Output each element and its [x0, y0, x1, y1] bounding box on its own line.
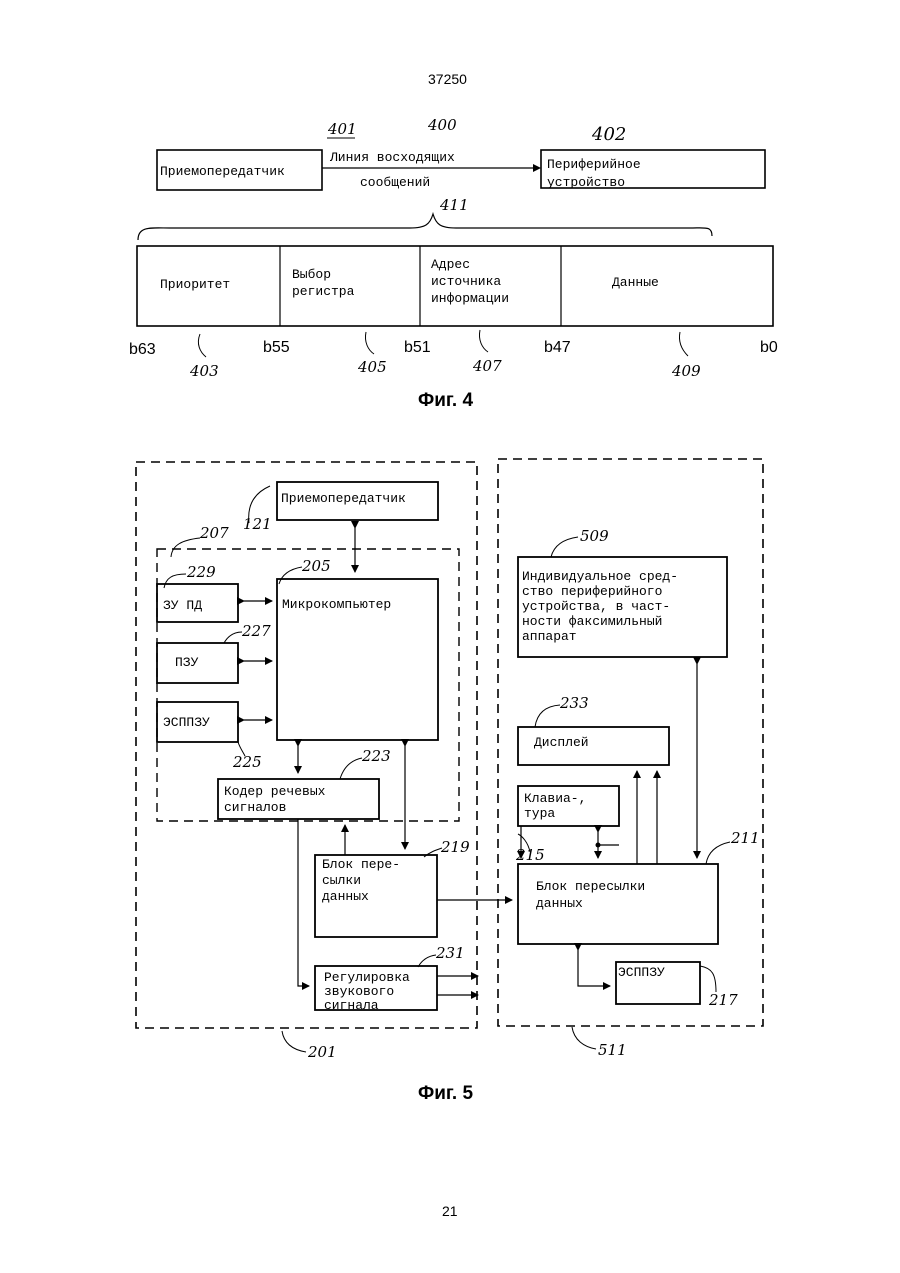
ref-401: 401: [327, 120, 357, 138]
field-brace: [138, 214, 712, 240]
enclosure-207: [157, 549, 459, 821]
ref-400: 400: [427, 116, 457, 134]
eeprom-right-label: ЭСППЗУ: [618, 965, 665, 980]
link-transfer-eeprom: [578, 950, 610, 986]
individual-device-label-2: ство периферийного: [522, 584, 662, 599]
ref-402: 402: [591, 124, 626, 145]
field-register-1: Выбор: [292, 267, 331, 282]
ref-227: 227: [241, 622, 271, 640]
individual-device-label-1: Индивидуальное сред-: [522, 569, 678, 584]
bit-b0: b0: [760, 339, 778, 356]
audio-control-label-3: сигнала: [324, 998, 379, 1013]
ref-225: 225: [232, 753, 262, 771]
leader-233: [535, 705, 560, 727]
leader-407: [479, 330, 488, 352]
transceiver-label: Приемопередатчик: [281, 491, 406, 506]
data-transfer-left-label-2: сылки: [322, 873, 361, 888]
field-data: Данные: [612, 275, 659, 290]
ref-403: 403: [189, 362, 219, 380]
peripheral-label-1: Периферийное: [547, 157, 641, 172]
leader-201: [282, 1031, 306, 1052]
bit-b47: b47: [544, 339, 571, 356]
ref-407: 407: [472, 357, 502, 375]
speech-coder-label-1: Кодер речевых: [224, 784, 326, 799]
data-transfer-right-label-2: данных: [536, 896, 583, 911]
audio-control-label-1: Регулировка: [324, 970, 410, 985]
bit-b51: b51: [404, 339, 431, 356]
ref-223: 223: [361, 747, 391, 765]
data-transfer-right-label-1: Блок пересылки: [536, 879, 645, 894]
ref-201: 201: [307, 1043, 337, 1061]
ref-207: 207: [199, 524, 229, 542]
ref-229: 229: [186, 563, 216, 581]
data-transfer-left-label-1: Блок пере-: [322, 857, 400, 872]
figure-5-caption: Фиг. 5: [418, 1083, 473, 1105]
leader-511: [572, 1027, 596, 1049]
leader-405: [365, 332, 374, 354]
field-address-3: информации: [431, 291, 509, 306]
leader-403: [198, 334, 206, 357]
uplink-arrowhead-icon: [533, 164, 541, 172]
individual-device-label-4: ности факсимильный: [522, 614, 662, 629]
ref-205: 205: [301, 557, 331, 575]
leader-409: [679, 332, 688, 356]
ref-121: 121: [243, 515, 272, 533]
individual-device-label-5: аппарат: [522, 629, 577, 644]
ref-511: 511: [598, 1041, 627, 1059]
figure-5-diagram: Приемопередатчик Микрокомпьютер ЗУ ПД ПЗ…: [0, 440, 900, 1080]
ram-label: ЗУ ПД: [163, 598, 202, 613]
field-priority: Приоритет: [160, 277, 230, 292]
page-footer-number: 21: [442, 1203, 458, 1219]
ref-215: 215: [515, 846, 545, 864]
eeprom-left-label: ЭСППЗУ: [163, 715, 210, 730]
bit-b63: b63: [129, 341, 156, 358]
transceiver-label: Приемопередатчик: [160, 164, 285, 179]
ref-509: 509: [580, 527, 609, 545]
data-transfer-left-label-3: данных: [322, 889, 369, 904]
ref-211: 211: [730, 829, 760, 847]
leader-217: [700, 966, 716, 992]
leader-207: [171, 538, 200, 557]
ref-219: 219: [440, 838, 470, 856]
field-address-2: источника: [431, 274, 501, 289]
ref-233: 233: [559, 694, 589, 712]
enclosure-201: [136, 462, 477, 1028]
field-register-2: регистра: [292, 284, 355, 299]
keyboard-label-2: тура: [524, 806, 555, 821]
uplink-label-1: Линия восходящих: [329, 150, 455, 165]
ref-409: 409: [671, 362, 701, 380]
uplink-label-2: сообщений: [360, 175, 430, 190]
rom-label: ПЗУ: [175, 655, 199, 670]
leader-509: [551, 537, 578, 557]
ref-411: 411: [439, 196, 469, 214]
ref-405: 405: [357, 358, 387, 376]
keyboard-label-1: Клавиа-,: [524, 791, 586, 806]
leader-211: [706, 842, 730, 864]
ref-231: 231: [435, 944, 465, 962]
field-address-1: Адрес: [431, 257, 470, 272]
speech-coder-label-2: сигналов: [224, 800, 286, 815]
display-label: Дисплей: [534, 735, 589, 750]
ref-217: 217: [708, 991, 738, 1009]
figure-4-caption: Фиг. 4: [418, 390, 473, 412]
leader-205: [279, 567, 302, 584]
bit-b55: b55: [263, 339, 290, 356]
leader-227: [224, 632, 242, 643]
microcomputer-label: Микрокомпьютер: [282, 597, 391, 612]
leader-223: [340, 758, 362, 779]
audio-control-label-2: звукового: [324, 984, 394, 999]
link-coder-audio: [298, 819, 309, 986]
individual-device-label-3: устройства, в част-: [522, 599, 670, 614]
leader-229: [164, 574, 186, 588]
peripheral-label-2: устройство: [547, 175, 625, 190]
figure-4-diagram: Приемопередатчик Линия восходящих сообще…: [0, 0, 900, 400]
